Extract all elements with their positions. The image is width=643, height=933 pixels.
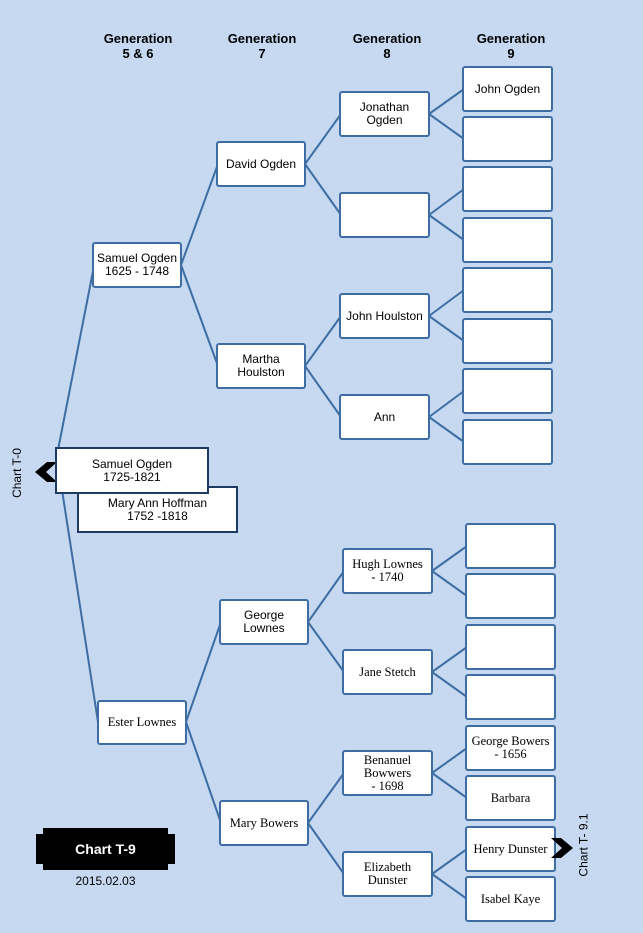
header-generation-8: Generation 8: [352, 31, 422, 61]
person-gen9-1[interactable]: John Ogden: [462, 66, 553, 112]
person-isabel-kaye[interactable]: Isabel Kaye: [465, 876, 556, 922]
person-mary-bowers[interactable]: Mary Bowers: [219, 800, 309, 846]
person-ester-lownes[interactable]: Ester Lownes: [97, 700, 187, 745]
person-gen9-10[interactable]: [465, 573, 556, 619]
person-gen9-12[interactable]: [465, 674, 556, 720]
chart-t0-label[interactable]: Chart T-0: [9, 448, 24, 498]
chart-date: 2015.02.03: [75, 874, 136, 888]
person-gen9-6[interactable]: [462, 318, 553, 364]
person-gen9-5[interactable]: [462, 267, 553, 313]
header-generation-7: Generation 7: [227, 31, 297, 61]
person-martha-houlston[interactable]: Martha Houlston: [216, 343, 306, 389]
person-benanuel-bowwers[interactable]: Benanuel Bowwers - 1698: [342, 750, 433, 796]
person-barbara[interactable]: Barbara: [465, 775, 556, 821]
person-gen9-11[interactable]: [465, 624, 556, 670]
person-hugh-lownes[interactable]: Hugh Lownes - 1740: [342, 548, 433, 594]
person-ann[interactable]: Ann: [339, 394, 430, 440]
chart-badge-shape: [36, 828, 175, 870]
chevron-right-icon[interactable]: [551, 838, 573, 858]
person-henry-dunster[interactable]: Henry Dunster: [465, 826, 556, 872]
person-george-bowers[interactable]: George Bowers - 1656: [465, 725, 556, 771]
root-person-box[interactable]: Samuel Ogden 1725-1821: [55, 447, 209, 494]
person-gen9-3[interactable]: [462, 166, 553, 212]
person-gen9-2[interactable]: [462, 116, 553, 162]
person-gen9-9[interactable]: [465, 523, 556, 569]
person-gen9-8[interactable]: [462, 419, 553, 465]
chevron-left-icon[interactable]: [35, 462, 57, 482]
chart-t9-1-label[interactable]: Chart T- 9.1: [576, 813, 591, 877]
person-john-houlston[interactable]: John Houlston: [339, 293, 430, 339]
person-david-ogden[interactable]: David Ogden: [216, 141, 306, 187]
header-generation-9: Generation 9: [476, 31, 546, 61]
person-blank-gen8[interactable]: [339, 192, 430, 238]
header-generation-5-6: Generation 5 & 6: [103, 31, 173, 61]
person-elizabeth-dunster[interactable]: Elizabeth Dunster: [342, 851, 433, 897]
person-jane-stetch[interactable]: Jane Stetch: [342, 649, 433, 695]
person-gen9-4[interactable]: [462, 217, 553, 263]
person-george-lownes[interactable]: George Lownes: [219, 599, 309, 645]
person-jonathan-ogden[interactable]: Jonathan Ogden: [339, 91, 430, 137]
person-samuel-ogden[interactable]: Samuel Ogden 1625 - 1748: [92, 242, 182, 288]
person-gen9-7[interactable]: [462, 368, 553, 414]
chart-badge-title: Chart T-9: [75, 841, 136, 857]
